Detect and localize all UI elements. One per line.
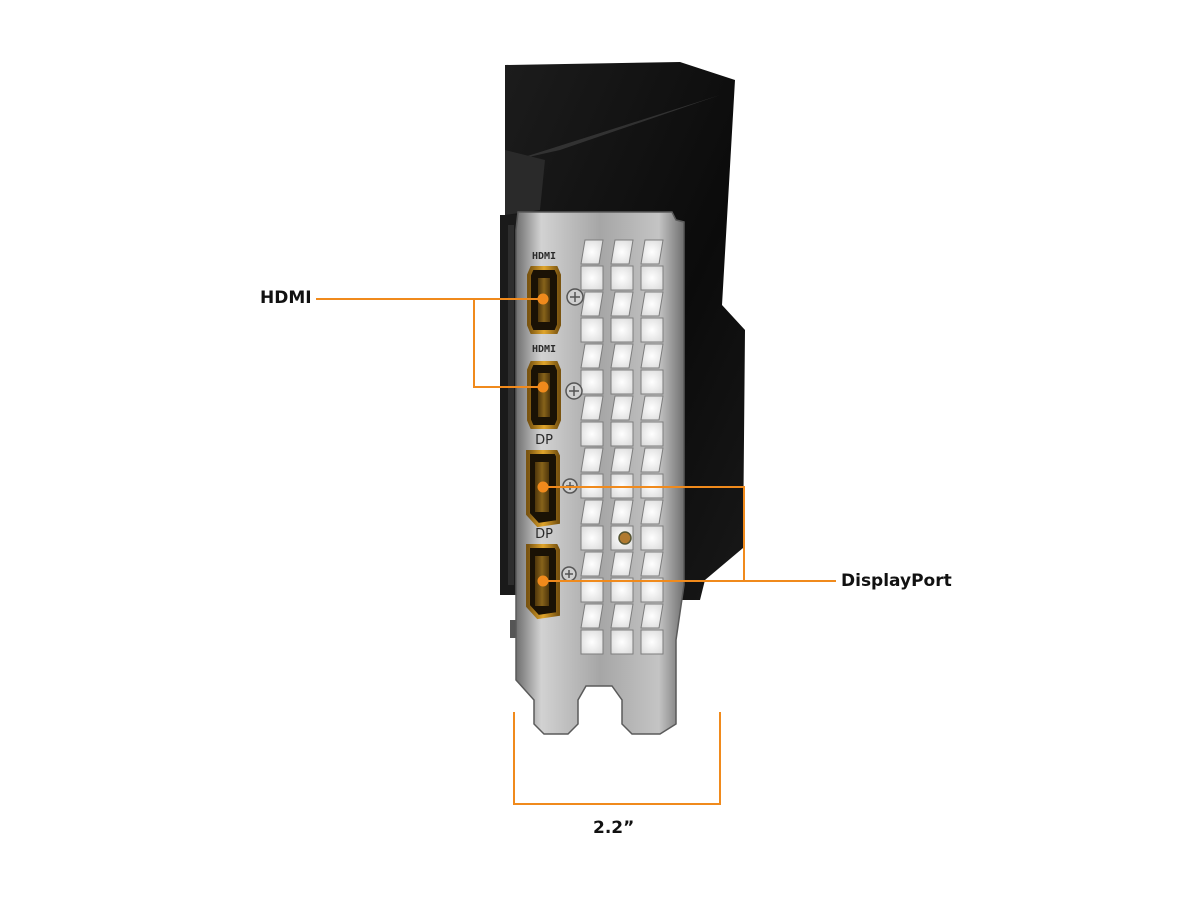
vent-cell <box>610 317 634 343</box>
vent-cell <box>640 551 664 577</box>
vent-cell <box>580 499 604 525</box>
vent-cell <box>610 343 634 369</box>
displayport-leader-line <box>543 486 836 582</box>
dp-1-dot <box>537 481 549 493</box>
vent-cell <box>640 265 664 291</box>
vent-cell <box>640 629 664 655</box>
bracket-width-label: 2.2” <box>593 818 635 838</box>
vent-cell <box>610 551 634 577</box>
vent-cell <box>580 577 604 603</box>
vent-cell <box>640 239 664 265</box>
vent-cell <box>640 603 664 629</box>
vent-cell <box>640 447 664 473</box>
displayport-callout-label: DisplayPort <box>841 571 952 591</box>
callout-dots <box>537 293 549 587</box>
vent-cell <box>610 447 634 473</box>
vent-cell <box>580 629 604 655</box>
vent-cell <box>580 551 604 577</box>
dp-2-dot <box>537 575 549 587</box>
vent-cell <box>610 239 634 265</box>
vent-cell <box>580 395 604 421</box>
vent-cell <box>640 369 664 395</box>
vent-cell <box>640 317 664 343</box>
vent-cell <box>580 369 604 395</box>
vent-cell <box>640 395 664 421</box>
vent-cell <box>580 525 604 551</box>
hdmi-callout-label: HDMI <box>260 288 312 308</box>
vent-cell <box>610 629 634 655</box>
hdmi-leader-line <box>316 298 543 388</box>
vent-cell <box>610 395 634 421</box>
vent-cell <box>580 603 604 629</box>
vent-cell <box>580 265 604 291</box>
port-marking-hdmi-1: HDMI <box>532 251 556 262</box>
vent-cell <box>580 421 604 447</box>
vent-cell <box>640 577 664 603</box>
vent-cell <box>580 447 604 473</box>
vent-cell <box>610 265 634 291</box>
vent-cell <box>610 499 634 525</box>
vent-grid <box>580 239 664 655</box>
vent-cell <box>640 291 664 317</box>
port-marking-hdmi-2: HDMI <box>532 344 556 355</box>
vent-cell <box>640 499 664 525</box>
vent-cell <box>610 291 634 317</box>
vent-cell <box>580 291 604 317</box>
port-marking-dp-2: DP <box>535 527 553 542</box>
hdmi-2-dot <box>537 381 549 393</box>
vent-cell <box>580 239 604 265</box>
port-marking-dp-1: DP <box>535 433 553 448</box>
vent-cell <box>640 421 664 447</box>
vent-cell <box>640 343 664 369</box>
vent-cell <box>610 603 634 629</box>
hdmi-1-dot <box>537 293 549 305</box>
screw-icon <box>561 288 632 582</box>
width-dimension-bracket <box>513 712 721 805</box>
vent-cell <box>580 317 604 343</box>
vent-cell <box>640 525 664 551</box>
vent-cell <box>610 577 634 603</box>
vent-cell <box>610 421 634 447</box>
callout-leaders <box>316 298 836 805</box>
vent-cell <box>580 343 604 369</box>
vent-cell <box>610 369 634 395</box>
